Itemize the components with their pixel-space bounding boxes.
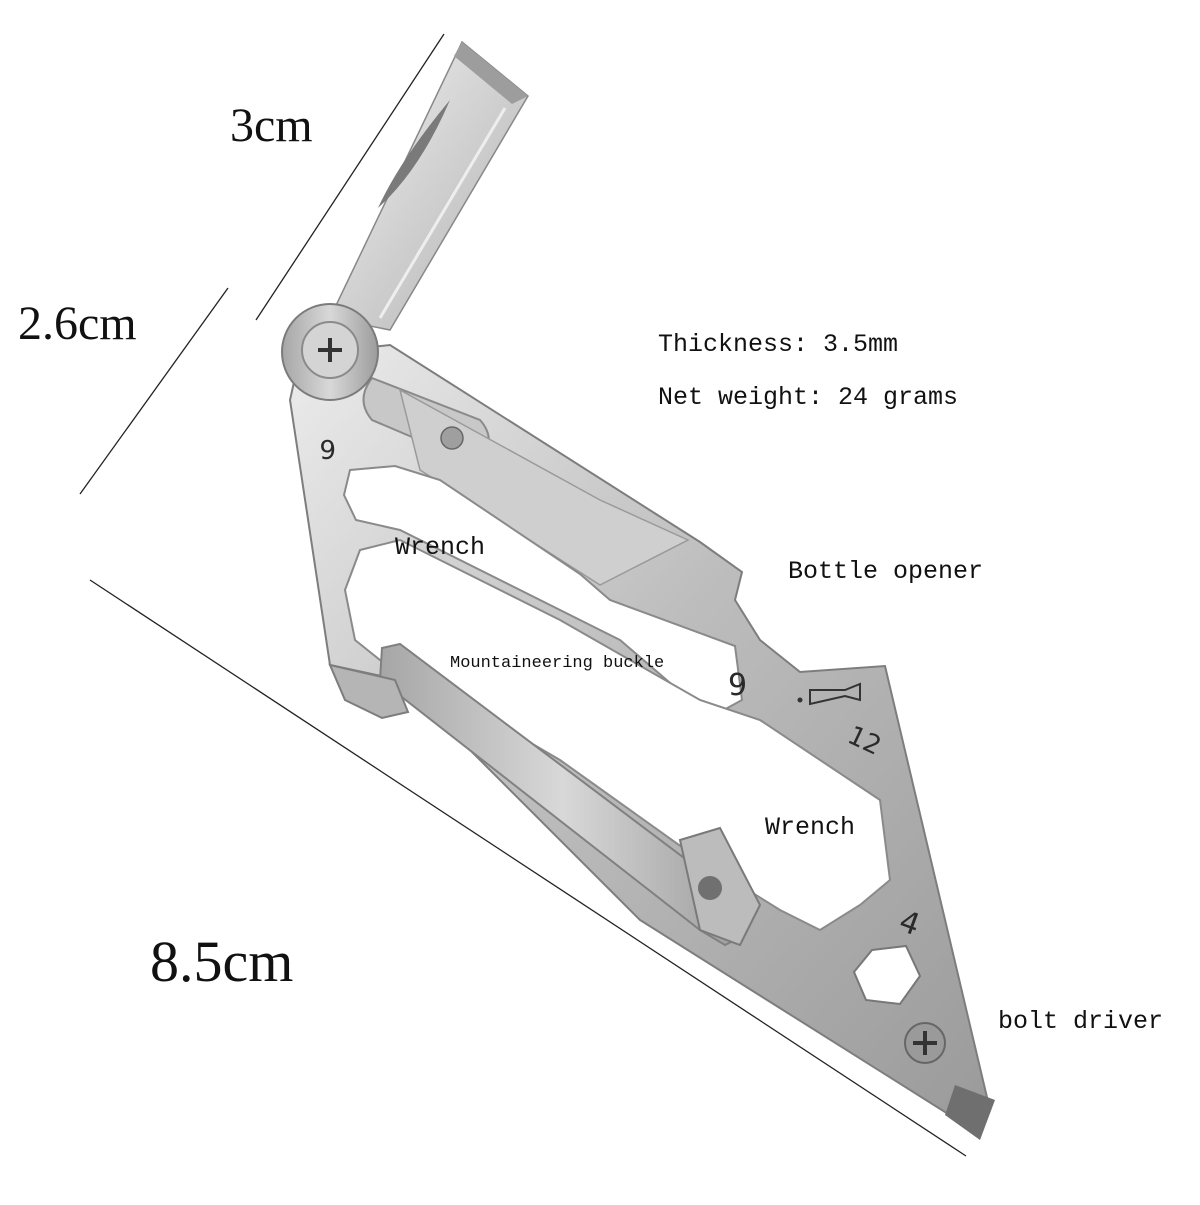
- wrench-bottom-callout: Wrench: [765, 813, 856, 842]
- phillips-screw-icon: [904, 1022, 946, 1064]
- dimension-line-width: [79, 287, 229, 495]
- wrench-top-callout: Wrench: [395, 533, 486, 562]
- lock-screw-icon: [440, 426, 464, 450]
- blade-length-label: 3cm: [230, 99, 313, 152]
- hex-bolt-hole: [852, 944, 922, 1006]
- carabiner-gate: [328, 642, 762, 947]
- size-6-engraving: 6: [319, 433, 336, 463]
- dimension-line-blade: [255, 33, 445, 321]
- bolt-driver-callout: bolt driver: [998, 1007, 1164, 1036]
- knife-blade: [328, 40, 529, 331]
- weight-spec: Net weight: 24 grams: [658, 383, 959, 412]
- width-label: 2.6cm: [18, 297, 137, 350]
- dimension-line-length: [89, 579, 967, 1157]
- thickness-spec: Thickness: 3.5mm: [658, 330, 899, 359]
- pivot-screw-icon: [281, 303, 379, 401]
- multitool-body: [288, 343, 995, 1140]
- bottle-icon: [797, 682, 861, 706]
- size-9-engraving: 9: [728, 668, 747, 703]
- bottle-opener-callout: Bottle opener: [788, 557, 984, 586]
- length-label: 8.5cm: [150, 929, 294, 994]
- buckle-callout: Mountaineering buckle: [450, 654, 665, 673]
